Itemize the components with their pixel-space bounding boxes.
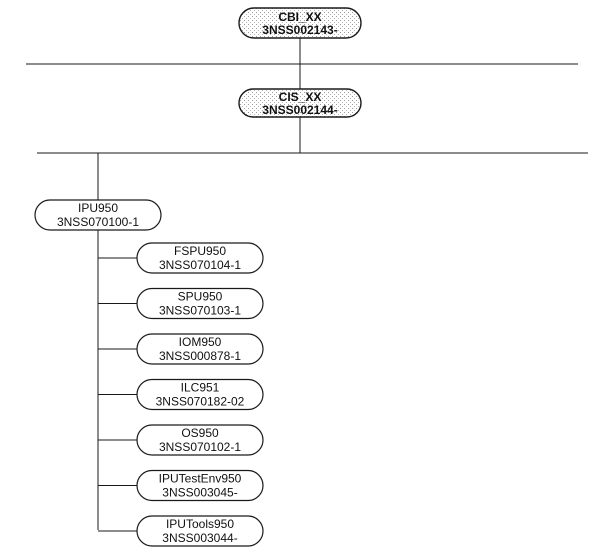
node-cis: CIS_XX 3NSS002144-	[238, 88, 362, 118]
node-ipu950-title: IPU950	[78, 201, 118, 215]
node-iom950-code: 3NSS000878-1	[159, 349, 241, 363]
node-fspu950-shape	[136, 242, 264, 274]
node-os950-title: OS950	[181, 426, 219, 440]
node-spu950-title: SPU950	[178, 290, 223, 304]
node-spu950-code: 3NSS070103-1	[159, 304, 241, 318]
node-cbi-shape	[238, 7, 362, 39]
node-cbi-code: 3NSS002143-	[262, 23, 337, 37]
node-ipu950: IPU950 3NSS070100-1	[34, 199, 162, 231]
node-cbi: CBI_XX 3NSS002143-	[238, 7, 362, 39]
node-ipu950-code: 3NSS070100-1	[57, 215, 139, 229]
node-iputools950-title: IPUTools950	[166, 517, 234, 531]
node-ilc951-code: 3NSS070182-02	[156, 395, 245, 409]
node-iputools950-code: 3NSS003044-	[162, 531, 237, 545]
node-fspu950-code: 3NSS070104-1	[159, 258, 241, 272]
node-iputestenv950-title: IPUTestEnv950	[159, 472, 242, 486]
connectors	[26, 38, 588, 532]
node-cis-shape	[238, 88, 362, 118]
node-iputools950-shape	[136, 515, 264, 547]
node-iom950-title: IOM950	[179, 335, 222, 349]
node-fspu950-title: FSPU950	[174, 244, 226, 258]
node-ipu950-shape	[34, 199, 162, 231]
node-ilc951-title: ILC951	[181, 381, 220, 395]
node-cbi-title: CBI_XX	[278, 10, 321, 24]
node-iputestenv950-shape	[136, 469, 264, 502]
child-nodes: FSPU9503NSS070104-1SPU9503NSS070103-1IOM…	[136, 242, 264, 547]
node-iom950-shape	[136, 333, 264, 365]
node-ilc951-shape	[136, 378, 264, 411]
node-cis-title: CIS_XX	[279, 90, 322, 104]
top-nodes: CBI_XX 3NSS002143- CIS_XX 3NSS002144-	[238, 7, 362, 118]
node-os950-shape	[136, 424, 264, 456]
node-spu950-shape	[136, 287, 264, 320]
node-os950-code: 3NSS070102-1	[159, 440, 241, 454]
child-branches	[98, 257, 137, 532]
node-cis-code: 3NSS002144-	[262, 103, 337, 117]
node-iputestenv950-code: 3NSS003045-	[162, 486, 237, 500]
